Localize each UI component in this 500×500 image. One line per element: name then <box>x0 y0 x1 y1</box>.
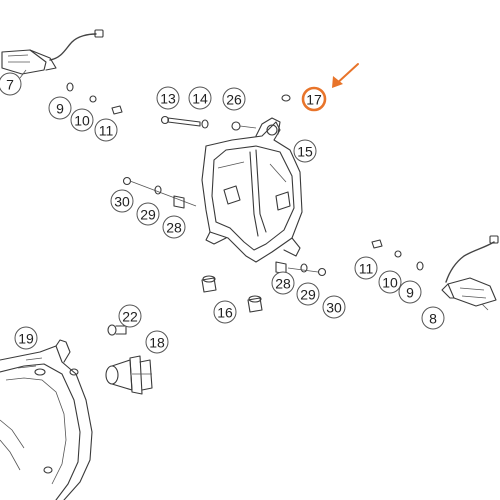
callout-label: 14 <box>192 91 208 107</box>
callout-label: 10 <box>382 275 398 291</box>
callout-circle <box>421 306 445 330</box>
callout-11: 11 <box>354 256 378 280</box>
callout-label: 9 <box>56 101 64 117</box>
callout-circle <box>301 86 327 112</box>
right-fasteners <box>371 239 424 271</box>
callout-29: 29 <box>136 202 160 226</box>
callout-label: 11 <box>359 261 374 277</box>
callout-label: 17 <box>306 92 322 108</box>
callout-30: 30 <box>110 189 134 213</box>
callout-13: 13 <box>156 86 180 110</box>
mount-bolt-13-14-26 <box>160 94 291 131</box>
callout-label: 7 <box>6 77 14 93</box>
callout-7: 7 <box>0 72 22 96</box>
callout-circle <box>271 271 295 295</box>
callout-circle <box>14 326 38 350</box>
callout-9: 9 <box>48 96 72 120</box>
right-bolt-set-28-29-30 <box>275 261 327 277</box>
callout-circle <box>398 280 422 304</box>
callout-label: 19 <box>18 331 34 347</box>
callout-label: 28 <box>275 276 291 292</box>
callout-8: 8 <box>421 306 445 330</box>
callout-10: 10 <box>378 270 402 294</box>
callout-label: 16 <box>217 305 233 321</box>
callout-label: 29 <box>140 207 156 223</box>
callout-circle <box>48 96 72 120</box>
callout-circle <box>0 72 22 96</box>
callout-label: 30 <box>114 194 130 210</box>
callout-22: 22 <box>118 304 142 328</box>
callout-15: 15 <box>293 139 317 163</box>
highlight-arrow <box>332 63 359 88</box>
callout-circle <box>110 189 134 213</box>
callout-circle <box>296 282 320 306</box>
right-turn-signal-part <box>441 235 499 307</box>
callout-19: 19 <box>14 326 38 350</box>
callout-29: 29 <box>296 282 320 306</box>
callout-label: 29 <box>300 287 316 303</box>
callout-circle <box>322 295 346 319</box>
callout-label: 30 <box>326 300 342 316</box>
callout-circle <box>378 270 402 294</box>
callout-circle <box>94 118 118 142</box>
callout-circle <box>118 304 142 328</box>
callout-label: 13 <box>160 91 176 107</box>
left-fasteners <box>66 82 123 115</box>
callout-circle <box>136 202 160 226</box>
callout-11: 11 <box>94 118 118 142</box>
callout-10: 10 <box>70 108 94 132</box>
callout-26: 26 <box>222 87 246 111</box>
callout-circle <box>222 87 246 111</box>
callout-17-highlighted: 17 <box>301 86 327 112</box>
callout-label: 10 <box>74 113 90 129</box>
small-bulb-part-22 <box>107 324 127 336</box>
callout-30: 30 <box>322 295 346 319</box>
callout-9: 9 <box>398 280 422 304</box>
headlamp-bulb-part-18 <box>105 355 153 395</box>
leader-lines <box>19 69 489 311</box>
headlamp-housing-part-19 <box>0 339 93 500</box>
callout-18: 18 <box>145 330 169 354</box>
callout-label: 8 <box>429 311 437 327</box>
callout-label: 18 <box>149 335 165 351</box>
callout-circle <box>293 139 317 163</box>
callout-14: 14 <box>188 86 212 110</box>
callout-circle <box>145 330 169 354</box>
callout-circle <box>70 108 94 132</box>
callout-circle <box>188 86 212 110</box>
callout-circle <box>162 215 186 239</box>
callout-28: 28 <box>162 215 186 239</box>
callout-circle <box>156 86 180 110</box>
callout-label: 9 <box>406 285 414 301</box>
callout-label: 15 <box>297 144 313 160</box>
callout-label: 22 <box>122 309 138 325</box>
callout-circle <box>213 300 237 324</box>
callout-label: 26 <box>226 92 242 108</box>
left-bolt-set-28-29-30 <box>122 176 197 209</box>
callout-label: 28 <box>166 220 182 236</box>
callout-16: 16 <box>213 300 237 324</box>
callout-label: 11 <box>99 123 114 139</box>
callout-circle <box>354 256 378 280</box>
callout-28: 28 <box>271 271 295 295</box>
left-turn-signal-part <box>1 29 104 75</box>
socket-part-16 <box>201 275 263 313</box>
headlight-bracket-part <box>201 117 303 263</box>
